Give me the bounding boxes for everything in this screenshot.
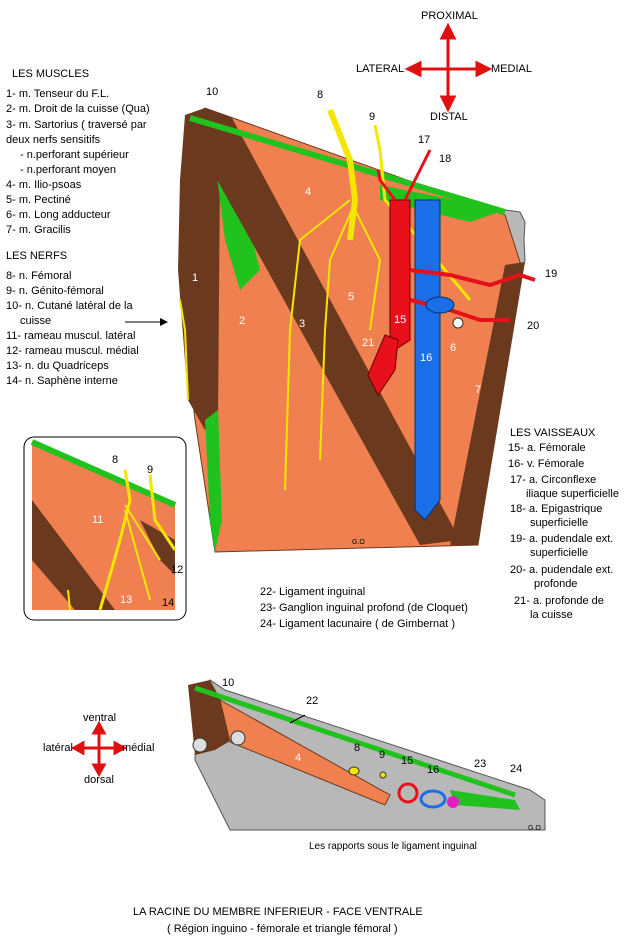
label-4: 4 [305,186,312,198]
inset-label-14: 14 [162,597,175,609]
compass-distal: DISTAL [430,111,468,123]
orient-dorsal: dorsal [84,774,114,786]
page-subtitle: ( Région inguino - fémorale et triangle … [167,923,398,935]
leader-arrow [125,318,168,326]
section-label-23: 23 [474,758,487,770]
vessel-item: la cuisse [530,609,573,621]
inset-label-9: 9 [147,464,154,476]
nerve-item: 11- rameau muscul. latéral [6,330,136,342]
muscle-item: deux nerfs sensitifs [6,134,101,146]
section-label-9: 9 [379,749,386,761]
muscle-item: - n.perforant supérieur [20,149,129,161]
label-19: 19 [545,268,558,280]
section-label-4: 4 [295,752,302,764]
label-21: 21 [362,337,375,349]
section-label-24: 24 [510,763,523,775]
nerve-item: cuisse [20,315,52,327]
nerve-item: 13- n. du Quadriceps [6,360,109,372]
muscle-item: 3- m. Sartorius ( traversé par [6,119,147,131]
vessel-item: 15- a. Fémorale [508,442,586,454]
ligament-item: 22- Ligament inguinal [260,586,366,598]
section-caption: Les rapports sous le ligament inguinal [309,841,477,852]
label-20: 20 [527,320,540,332]
section-label-22: 22 [306,695,319,707]
label-17: 17 [418,134,431,146]
section-label-8: 8 [354,742,361,754]
label-2: 2 [239,315,246,327]
label-3: 3 [299,318,306,330]
compass-medial: MEDIAL [491,63,532,75]
label-1: 1 [192,272,199,284]
compass-arrows [404,22,493,113]
vessel-item: iliaque superficielle [526,488,619,500]
compass-proximal: PROXIMAL [421,10,478,22]
vessel-item: superficielle [530,547,589,559]
muscle-item: 1- m. Tenseur du F.L. [6,88,110,100]
vessels-heading: LES VAISSEAUX [510,427,596,439]
label-18: 18 [439,153,452,165]
nerve-item: 12- rameau muscul. médial [6,345,139,357]
orient-ventral: ventral [83,712,117,724]
vessel-item: 18- a. Epigastrique [510,503,603,515]
label-10: 10 [206,86,219,98]
nerve-item: 9- n. Génito-fémoral [6,285,104,297]
section-label-10: 10 [222,677,235,689]
muscle-item: 2- m. Droit de la cuisse (Qua) [6,103,150,115]
nerve-item: 14- n. Saphène interne [6,375,118,387]
muscle-item: 4- m. Ilio-psoas [6,179,82,191]
vessel-item: 19- a. pudendale ext. [510,533,614,545]
muscle-item: - n.perforant moyen [20,164,116,176]
inset-region [23,436,187,621]
ligament-item: 23- Ganglion inguinal profond (de Cloque… [260,602,468,614]
section-region [70,679,546,831]
vessel-item: profonde [534,578,578,590]
nerve-item: 8- n. Fémoral [6,270,72,282]
inset-label-13: 13 [120,594,133,606]
muscle-item: 7- m. Gracilis [6,224,71,236]
vessel-item: superficielle [530,517,589,529]
ligament-item: 24- Ligament lacunaire ( de Gimbernat ) [260,618,456,630]
main-region [178,107,536,553]
muscles-heading: LES MUSCLES [12,68,90,80]
label-5: 5 [348,291,355,303]
section-label-16: 16 [427,764,440,776]
orient-lateral: latéral [43,742,73,754]
compass-lateral: LATERAL [356,63,405,75]
page-title: LA RACINE DU MEMBRE INFERIEUR - FACE VEN… [133,906,423,918]
label-7: 7 [475,384,482,396]
label-15: 15 [394,314,407,326]
inset-label-11: 11 [92,514,104,526]
inset-label-12: 12 [171,564,184,576]
muscle-item: 6- m. Long adducteur [6,209,111,221]
label-9: 9 [369,111,376,123]
orient-medial: médial [122,742,155,754]
vessel-item: 20- a. pudendale ext. [510,564,614,576]
vessel-item: 16- v. Fémorale [508,458,585,470]
signature: G.O [528,825,541,832]
vessel-item: 21- a. profonde de [514,595,604,607]
muscle-item: 5- m. Pectiné [6,194,71,206]
inset-label-8: 8 [112,454,119,466]
label-16: 16 [420,352,433,364]
vessel-item: 17- a. Circonflexe [510,474,597,486]
nerves-heading: LES NERFS [6,250,68,262]
signature: G.O [352,539,365,546]
label-8: 8 [317,89,324,101]
section-label-15: 15 [401,755,414,767]
label-6: 6 [450,342,457,354]
nerve-item: 10- n. Cutané latéral de la [6,300,133,312]
